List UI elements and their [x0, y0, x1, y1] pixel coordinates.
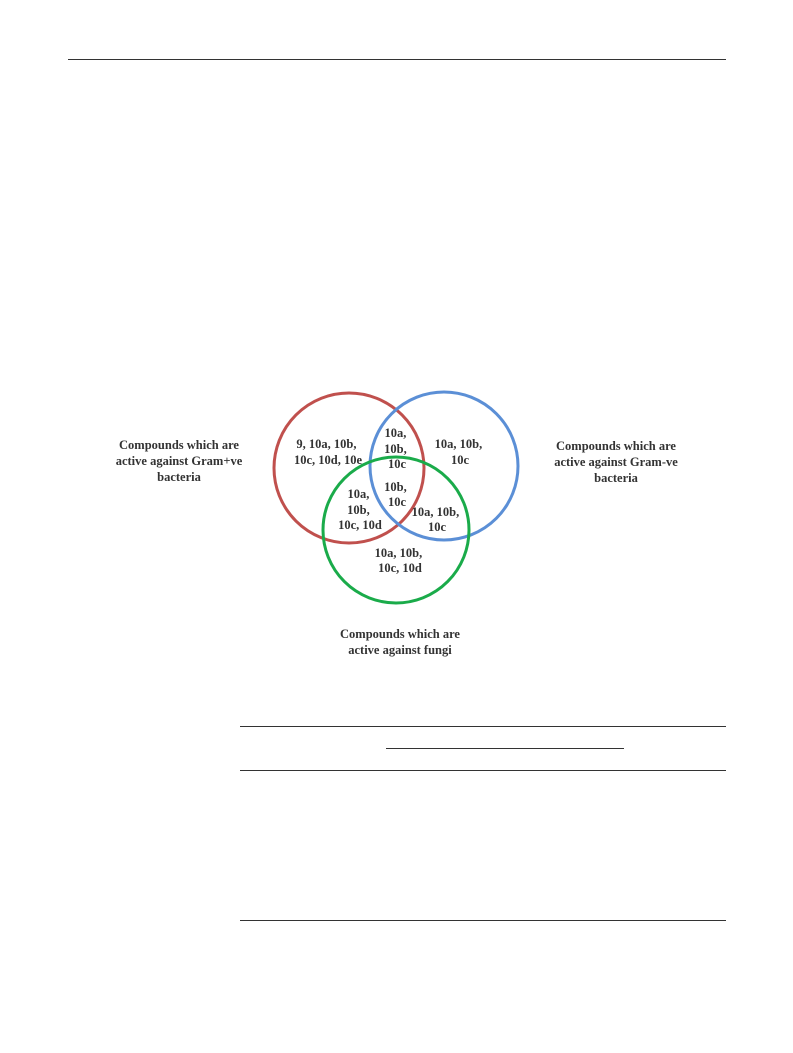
label-gram-negative-line: bacteria [594, 471, 638, 485]
region-gram-positive-fungi: 10a, 10b, 10c, 10d [338, 487, 382, 532]
region-all-three: 10b, 10c [384, 480, 410, 509]
label-fungi-line: Compounds which are [340, 627, 460, 641]
fungi-circle [321, 455, 471, 605]
header-rule [68, 59, 726, 60]
label-gram-positive: Compounds which are active against Gram+… [104, 437, 254, 485]
label-gram-positive-line: Compounds which are [119, 438, 239, 452]
label-fungi: Compounds which are active against fungi [320, 626, 480, 658]
table-header-rule [240, 770, 726, 771]
label-fungi-line: active against fungi [348, 643, 452, 657]
gram-negative-circle [368, 390, 520, 542]
region-gram-negative-fungi: 10a, 10b, 10c [412, 505, 463, 534]
region-fungi-only: 10a, 10b, 10c, 10d [375, 546, 426, 575]
table-bottom-rule [240, 920, 726, 921]
table-column-group-rule [386, 748, 624, 749]
label-gram-positive-line: active against Gram+ve [115, 454, 243, 468]
label-gram-negative: Compounds which are active against Gram-… [541, 438, 691, 486]
gram-positive-circle [272, 391, 426, 545]
region-gram-positive-negative: 10a, 10b, 10c [384, 426, 410, 471]
region-gram-negative-only: 10a, 10b, 10c [435, 437, 486, 467]
label-gram-negative-line: active against Gram-ve [554, 455, 678, 469]
label-gram-negative-line: Compounds which are [556, 439, 676, 453]
region-gram-positive-only: 9, 10a, 10b, 10c, 10d, 10e [294, 437, 363, 467]
label-gram-positive-line: bacteria [157, 470, 201, 484]
table-top-rule [240, 726, 726, 727]
